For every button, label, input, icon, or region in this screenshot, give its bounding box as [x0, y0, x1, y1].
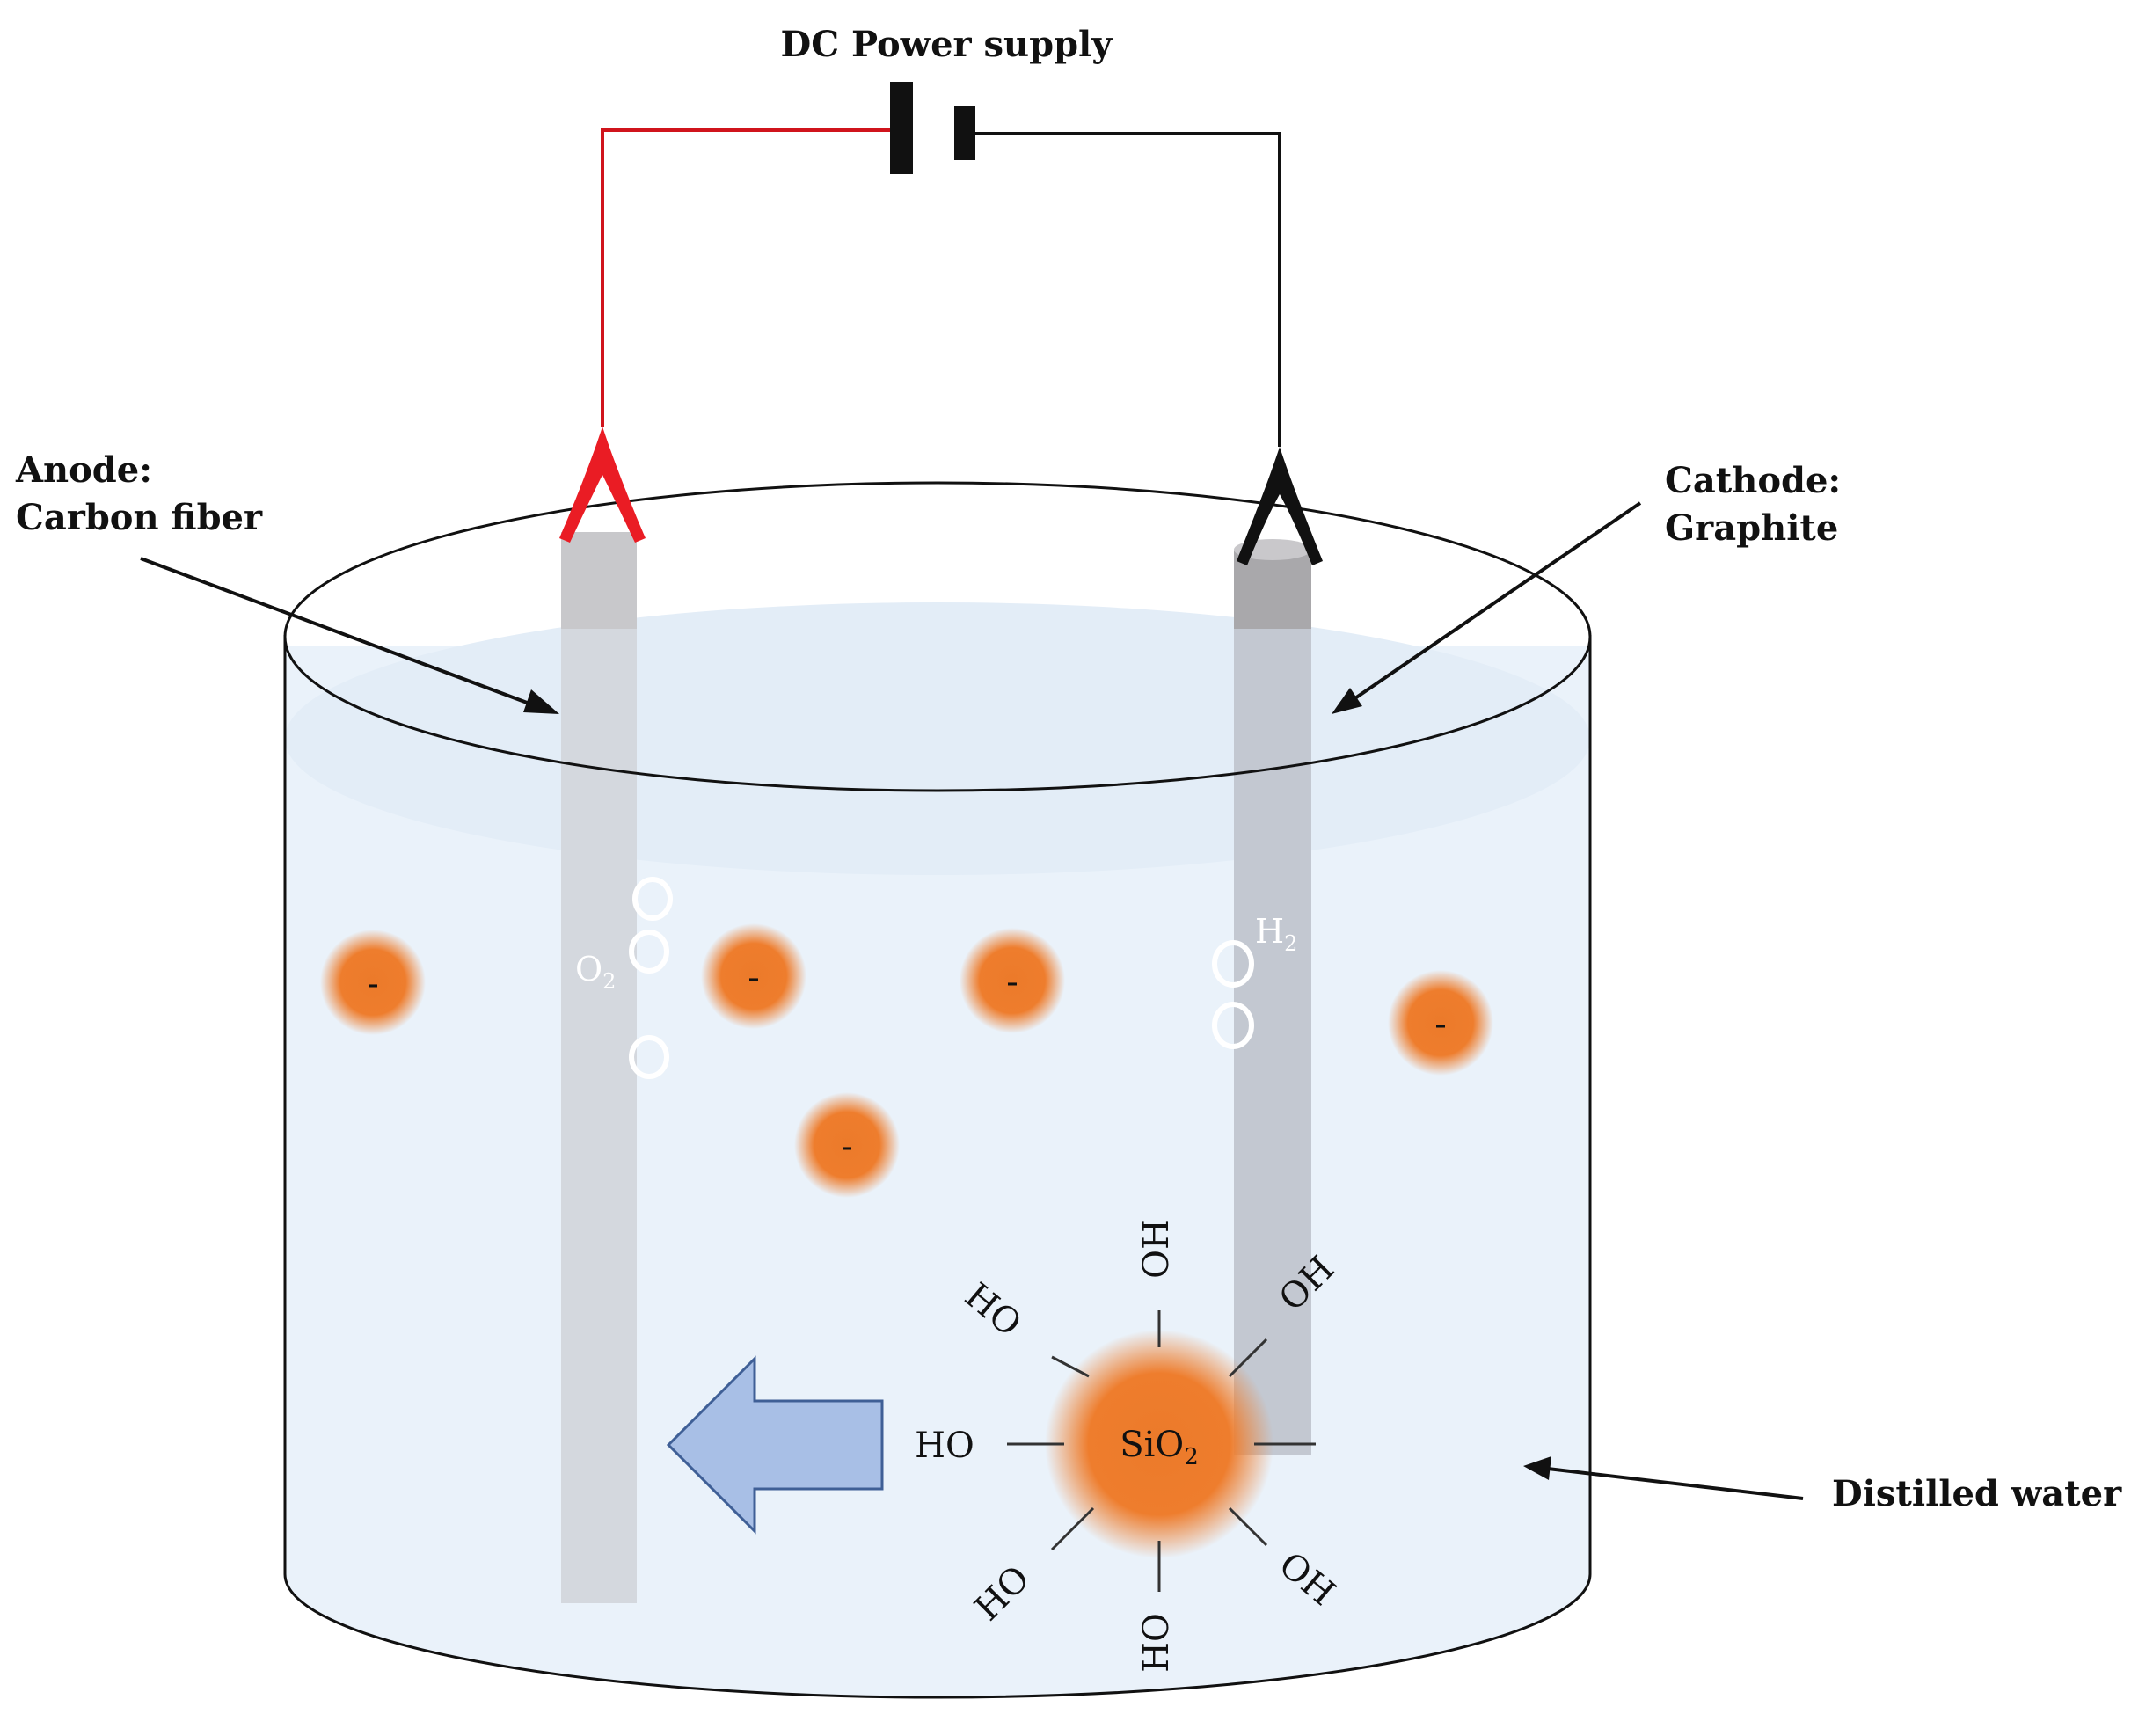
cathode-clip [1237, 447, 1323, 565]
hydrogen-label: H2 [1255, 912, 1297, 956]
anode-label: Anode: Carbon fiber [15, 449, 263, 538]
battery-short-plate [954, 106, 975, 160]
silica-core-label: SiO2 [1120, 1425, 1199, 1470]
hydroxyl-group: HO [1136, 1613, 1177, 1673]
anode-clip [559, 427, 646, 543]
charged-particle: - [320, 930, 426, 1035]
charged-particle: - [794, 1092, 900, 1198]
svg-text:-: - [367, 964, 379, 1004]
migration-direction-arrow [666, 1355, 884, 1535]
water-surface [285, 602, 1590, 875]
charged-particle: - [1388, 970, 1493, 1076]
oxygen-bubbles [629, 877, 673, 1079]
anode-electrode-above [561, 532, 637, 629]
cathode-label-arrow [1332, 501, 1642, 714]
distilled-water-label: Distilled water [1832, 1473, 2122, 1514]
charged-particle: - [701, 923, 806, 1029]
svg-text:-: - [1434, 1004, 1447, 1045]
battery-long-plate [890, 82, 913, 174]
svg-text:-: - [841, 1127, 853, 1167]
charged-particle: - [960, 928, 1065, 1033]
hydroxyl-group: OH [1136, 1219, 1177, 1279]
anode-electrode-submerged [561, 629, 637, 1603]
svg-text:-: - [748, 958, 760, 998]
power-supply-label: DC Power supply [781, 24, 1114, 65]
hydroxyl-group: HO [915, 1426, 974, 1466]
anode-label-arrow [140, 557, 559, 714]
cathode-label: Cathode: Graphite [1665, 460, 1853, 549]
beaker-outline [283, 635, 1592, 1699]
beaker-rim [283, 481, 1592, 792]
oxygen-label: O2 [575, 950, 616, 994]
negative-wire [975, 132, 1281, 447]
hydrogen-bubbles [1212, 940, 1254, 1049]
hydroxyl-bonds [1007, 1310, 1316, 1592]
water-label-arrow [1523, 1456, 1804, 1500]
svg-text:-: - [1006, 962, 1018, 1003]
positive-wire [601, 128, 895, 427]
